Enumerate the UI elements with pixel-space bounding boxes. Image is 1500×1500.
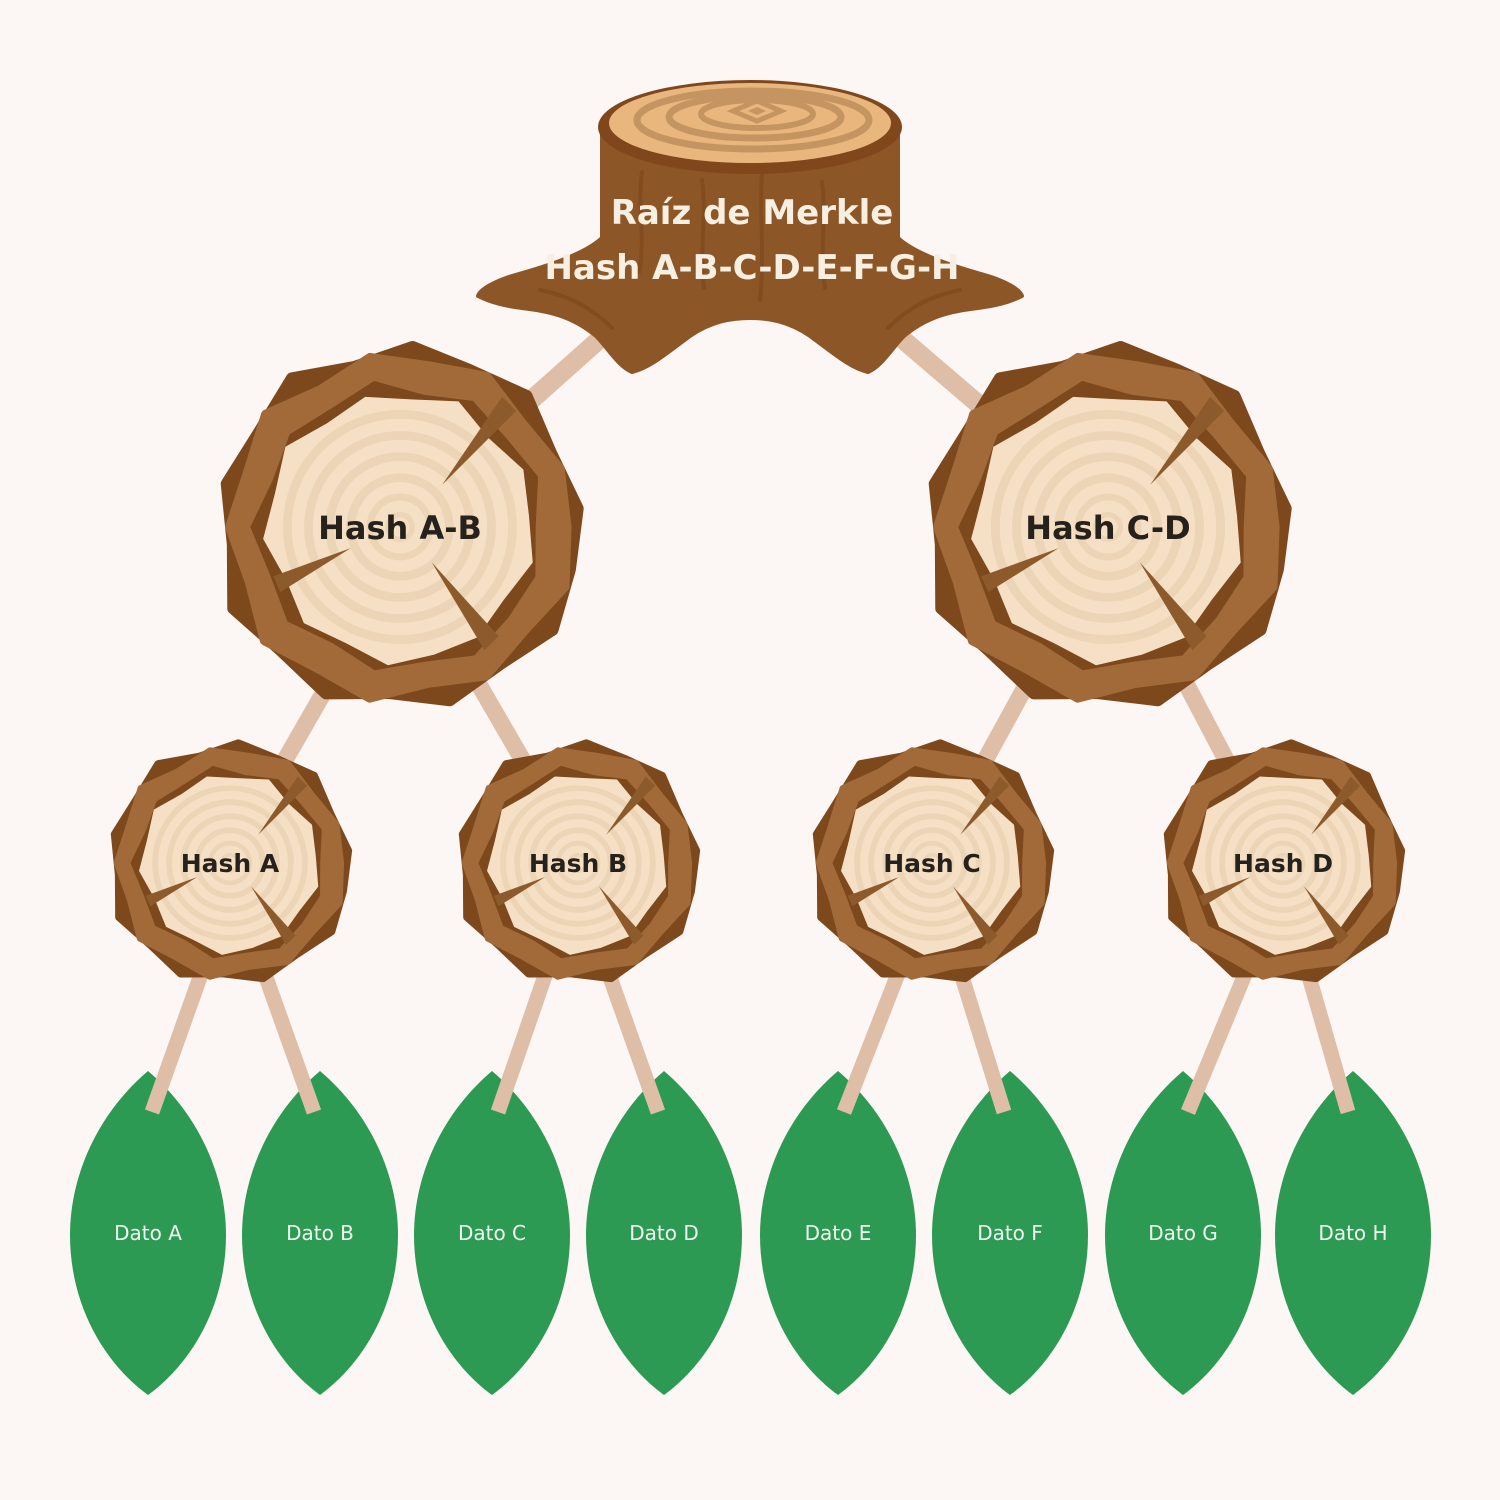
hash-ab-label: Hash A-B [318,509,482,547]
root-hash-label: Hash A-B-C-D-E-F-G-H [544,248,959,288]
leaves-layer [70,1071,1431,1395]
leaf-dato-a-label: Dato A [114,1221,182,1245]
stump-grain [538,170,962,330]
hash-a-label: Hash A [181,849,280,878]
stump-body [476,124,1024,374]
stump-text: Raíz de Merkle Hash A-B-C-D-E-F-G-H [544,193,959,288]
leaf-dato-f-label: Dato F [977,1221,1043,1245]
merkle-root-stump: Raíz de Merkle Hash A-B-C-D-E-F-G-H [476,80,1024,374]
root-title-label: Raíz de Merkle [611,193,894,233]
hash-cd-label: Hash C-D [1025,509,1190,547]
leaf-dato-c-label: Dato C [458,1221,526,1245]
leaf-dato-h-label: Dato H [1318,1221,1387,1245]
hash-node-labels: Hash A-B Hash C-D Hash A Hash B Hash C H… [181,509,1333,878]
leaf-dato-e-label: Dato E [805,1221,872,1245]
leaf-dato-g-label: Dato G [1148,1221,1218,1245]
leaf-dato-b-label: Dato B [286,1221,354,1245]
hash-b-label: Hash B [529,849,627,878]
leaf-labels: Dato A Dato B Dato C Dato D Dato E Dato … [114,1221,1387,1245]
hash-c-label: Hash C [883,849,981,878]
hash-d-label: Hash D [1233,849,1333,878]
stump-top-rings [633,87,873,153]
leaf-dato-d-label: Dato D [629,1221,699,1245]
hash-nodes-layer [86,311,1425,1007]
